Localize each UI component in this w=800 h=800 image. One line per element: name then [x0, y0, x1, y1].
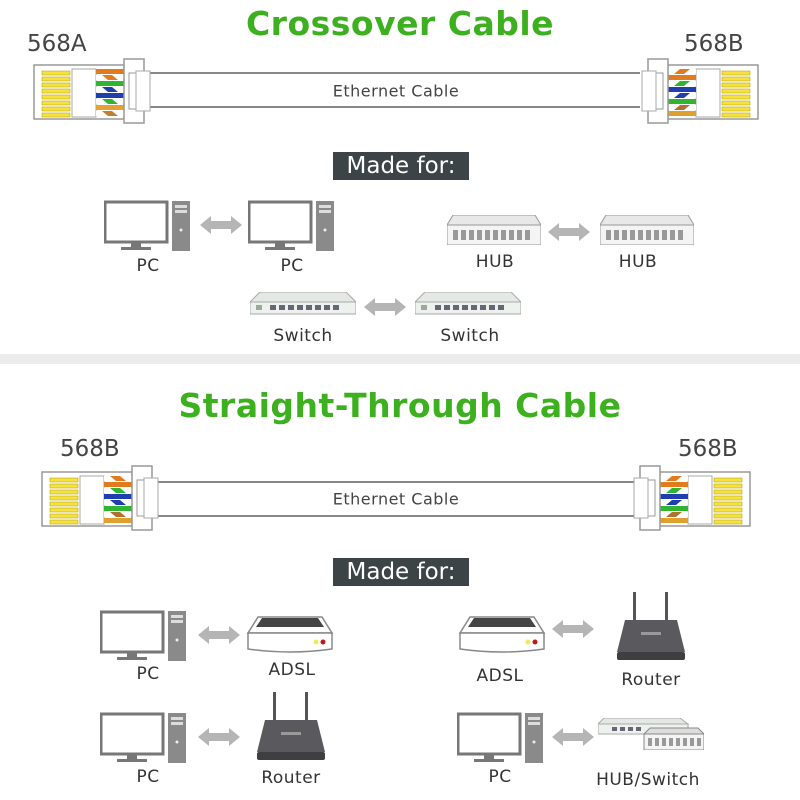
device-label: HUB	[618, 252, 658, 272]
bidirectional-arrow-icon	[198, 728, 240, 746]
cable-label: Ethernet Cable	[332, 489, 460, 509]
device-label: ADSL	[268, 660, 316, 680]
router-icon	[255, 692, 327, 764]
bidirectional-arrow-icon	[552, 728, 594, 746]
switch-icon	[250, 292, 356, 316]
device-label: HUB	[475, 252, 515, 272]
adsl-modem-icon	[458, 615, 546, 655]
rj45-connector-568a	[33, 58, 151, 124]
made-for-badge: Made for:	[333, 558, 469, 586]
pc-icon	[457, 712, 545, 764]
router-icon	[615, 592, 687, 664]
hub-icon	[447, 215, 541, 245]
right-standard-label: 568B	[678, 436, 738, 462]
device-label: ADSL	[476, 666, 524, 686]
made-for-badge: Made for:	[333, 152, 469, 180]
left-standard-label: 568B	[60, 436, 120, 462]
bidirectional-arrow-icon	[548, 223, 590, 241]
bidirectional-arrow-icon	[364, 298, 406, 316]
hub-switch-icon	[598, 718, 704, 750]
ethernet-cable	[150, 72, 640, 108]
rj45-connector-568b	[633, 465, 751, 531]
straight-through-title: Straight-Through Cable	[178, 386, 622, 425]
device-label: Router	[261, 768, 321, 788]
device-label: PC	[280, 256, 304, 276]
device-label: Router	[621, 670, 681, 690]
right-standard-label: 568B	[684, 31, 744, 57]
device-label: PC	[136, 664, 160, 684]
pc-icon	[104, 200, 192, 252]
crossover-title: Crossover Cable	[245, 4, 555, 43]
ethernet-cable	[158, 481, 634, 517]
cable-label: Ethernet Cable	[332, 81, 460, 101]
hub-icon	[600, 215, 694, 245]
rj45-connector-568b	[41, 465, 159, 531]
device-label: PC	[488, 767, 512, 787]
device-label: PC	[136, 256, 160, 276]
device-label: Switch	[440, 326, 500, 346]
device-label: PC	[136, 767, 160, 787]
rj45-connector-568b	[641, 58, 759, 124]
bidirectional-arrow-icon	[198, 626, 240, 644]
bidirectional-arrow-icon	[200, 216, 242, 234]
device-label: HUB/Switch	[596, 770, 700, 790]
pc-icon	[248, 200, 336, 252]
section-divider	[0, 354, 800, 364]
device-label: Switch	[273, 326, 333, 346]
pc-icon	[100, 712, 188, 764]
switch-icon	[415, 292, 521, 316]
pc-icon	[100, 610, 188, 662]
left-standard-label: 568A	[27, 31, 87, 57]
bidirectional-arrow-icon	[552, 620, 594, 638]
adsl-modem-icon	[246, 615, 334, 655]
